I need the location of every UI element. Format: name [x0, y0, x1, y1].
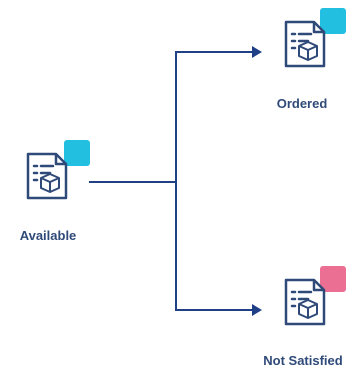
node-label-available: Available: [19, 228, 77, 243]
node-not-satisfied[interactable]: [278, 266, 346, 326]
status-badge: [320, 266, 346, 292]
node-label-ordered: Ordered: [276, 96, 328, 111]
arrowhead-ordered: [252, 46, 262, 58]
connector-to-not-satisfied: [175, 181, 253, 311]
arrowhead-not-satisfied: [252, 304, 262, 316]
order-document-icon: [26, 140, 90, 200]
node-available[interactable]: [20, 140, 90, 200]
status-badge: [320, 8, 346, 34]
order-document-icon: [284, 266, 346, 326]
node-label-not-satisfied: Not Satisfied: [263, 353, 343, 368]
status-badge: [64, 140, 90, 166]
connector-to-ordered: [89, 51, 253, 183]
order-document-icon: [284, 8, 346, 68]
node-ordered[interactable]: [278, 8, 346, 68]
